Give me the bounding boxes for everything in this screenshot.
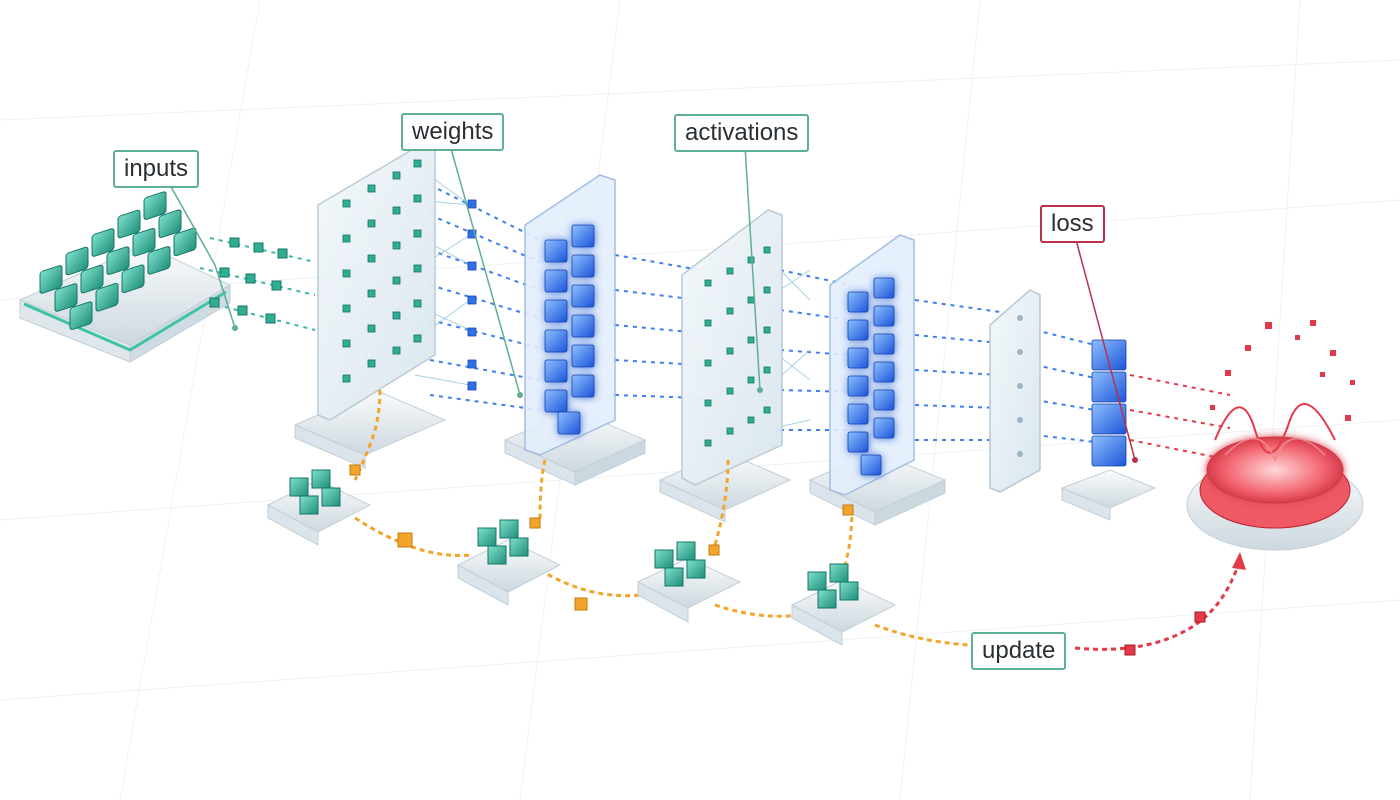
inputs-label: inputs <box>113 150 200 188</box>
weight-matrix-panel-1 <box>293 144 477 469</box>
callout-leaders <box>169 144 1138 463</box>
loss-label: loss <box>1040 205 1105 243</box>
gradient-node-2 <box>456 519 562 606</box>
gradient-nodes <box>266 469 897 646</box>
output-weight-panel <box>989 289 1041 493</box>
input-tensor-block <box>18 191 288 363</box>
activation-column-2 <box>808 234 947 526</box>
activations-label: activations <box>674 114 810 152</box>
gradient-node-4 <box>790 563 897 646</box>
data-flow-lines <box>189 184 1231 461</box>
gradient-update-path <box>349 389 1246 656</box>
output-stack <box>1060 339 1157 521</box>
activation-column-1 <box>503 174 647 486</box>
weight-matrix-panel-2 <box>658 209 792 523</box>
loss-surface <box>1186 320 1364 551</box>
update-label: update <box>971 632 1067 670</box>
gradient-node-1 <box>266 469 372 546</box>
weights-label: weights <box>401 113 505 151</box>
gradient-node-3 <box>636 541 742 623</box>
